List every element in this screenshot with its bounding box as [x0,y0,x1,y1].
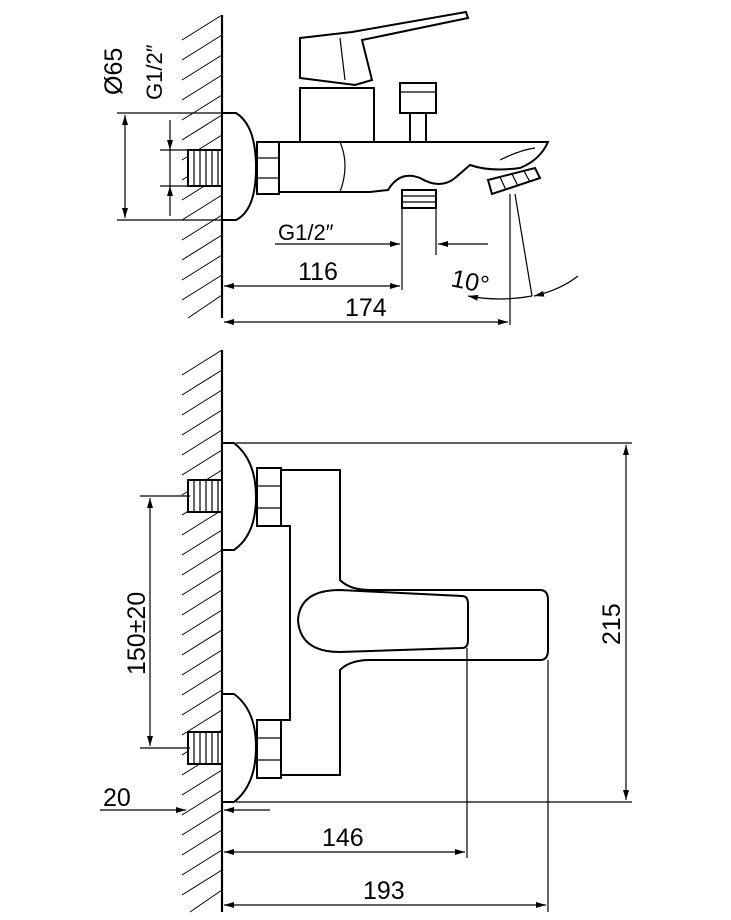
diverter-knob [399,82,437,143]
faucet-body-top [278,141,550,193]
label-offset: 20 [103,784,131,812]
lower-hex-nut [256,719,282,779]
front-view: 150±20 215 20 146 193 [100,349,632,913]
lower-wall-thread [187,731,223,765]
cartridge [299,87,375,143]
wall-hatch-front [181,349,224,913]
dim-spacing: 150±20 [123,495,190,749]
dim-116: 116 [224,258,400,289]
label-diameter: Ø65 [100,48,128,95]
label-thread-wall: G1/2″ [142,44,167,100]
side-view: Ø65 G1/2″ G1/2″ 116 [100,10,579,325]
dim-angle: 10° [449,193,579,325]
label-146: 146 [322,824,364,852]
lever-handle-front [296,588,469,654]
label-height: 215 [598,603,626,645]
label-thread-bottom: G1/2″ [278,220,334,245]
dim-174: 174 [224,294,508,325]
dim-offset: 20 [100,784,270,813]
dim-146: 146 [224,648,468,858]
spout-tip [486,166,542,196]
dim-193: 193 [224,660,549,912]
upper-wall-thread [187,479,223,513]
lever-handle-top [299,10,470,87]
escutcheon-top [221,112,258,221]
upper-hex-nut [256,467,282,527]
label-174: 174 [345,294,387,322]
bottom-outlet-thread [401,189,437,209]
wall-thread-fitting [187,149,223,187]
upper-escutcheon [221,442,258,551]
label-spacing: 150±20 [123,592,151,675]
label-116: 116 [298,258,338,286]
dim-diameter: Ø65 [100,48,222,221]
label-193: 193 [363,877,405,905]
dim-thread-wall: G1/2″ [142,44,188,216]
lower-escutcheon [221,693,258,803]
dim-height: 215 [236,442,632,803]
label-angle: 10° [449,264,492,299]
dim-thread-bottom: G1/2″ [275,208,488,290]
hex-nut-top [256,141,280,195]
